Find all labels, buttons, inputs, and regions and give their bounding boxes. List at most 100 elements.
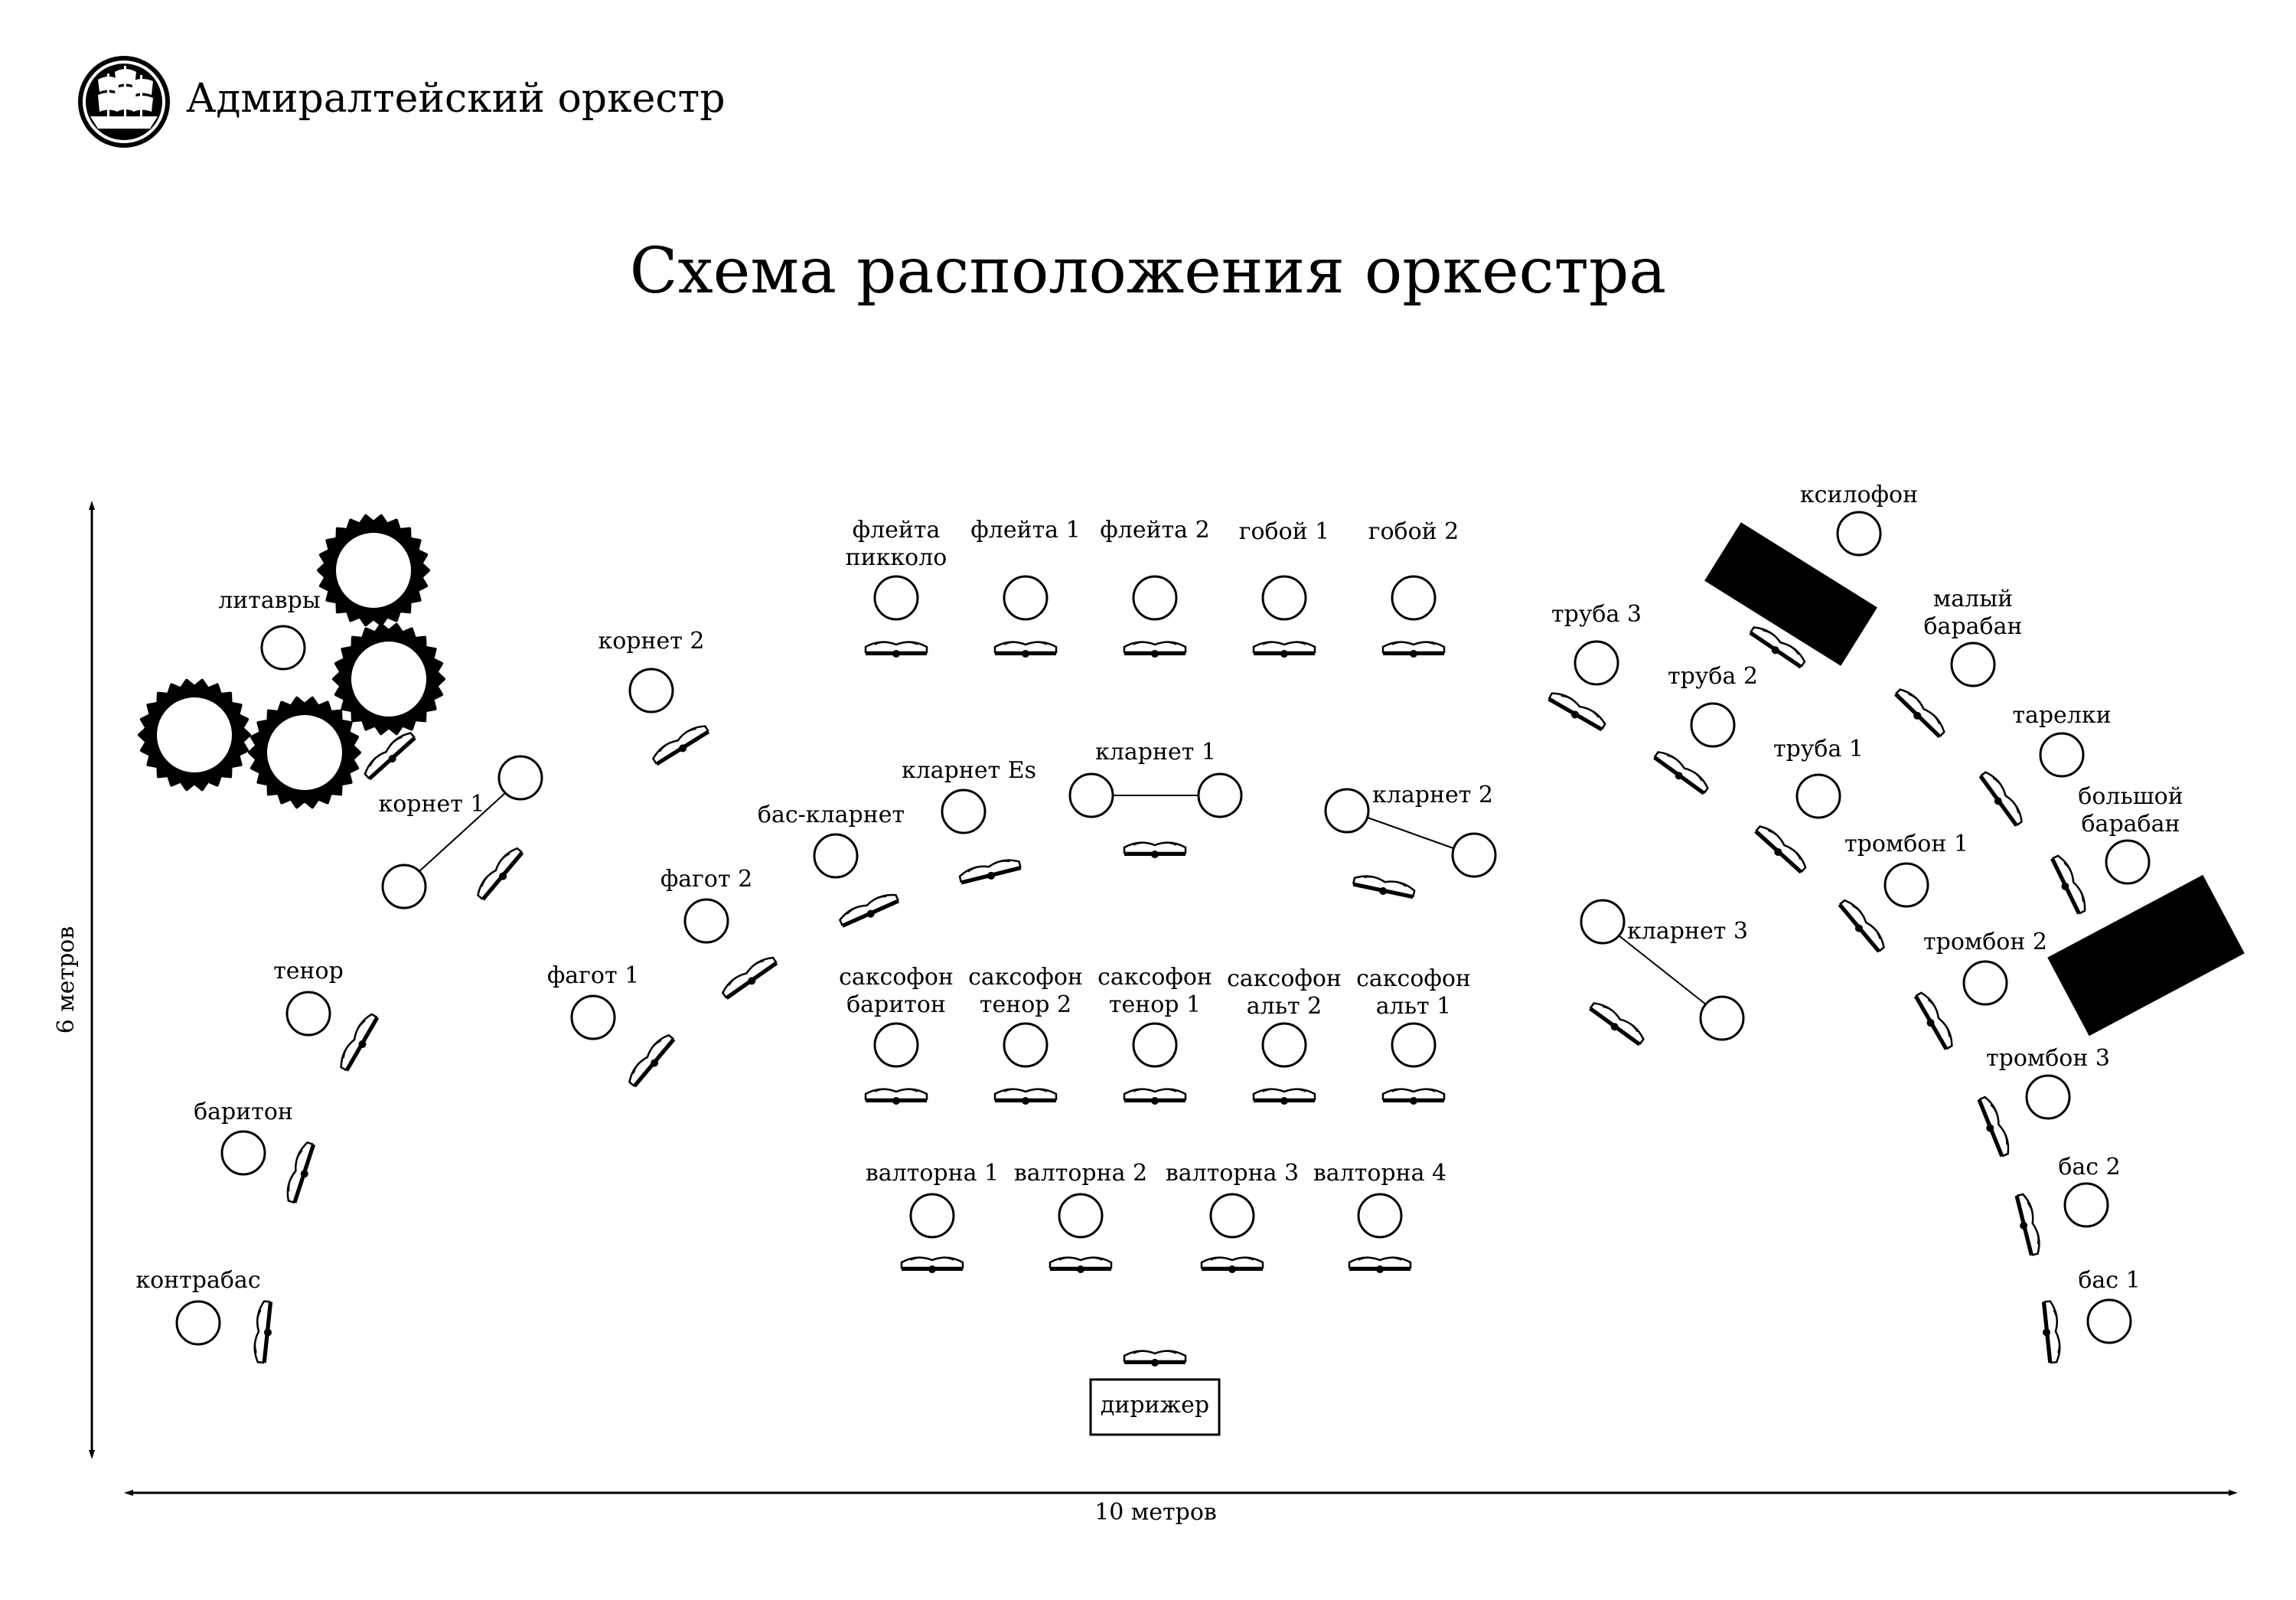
timpani-drum-head-2 bbox=[351, 642, 426, 717]
timpani-drum-head-1 bbox=[336, 533, 411, 608]
brand-name: Адмиралтейский оркестр bbox=[186, 76, 726, 122]
label-sax-tenor2-line2: тенор 2 bbox=[980, 991, 1071, 1018]
stand-bas1 bbox=[2037, 1299, 2063, 1365]
kornet1-connector bbox=[419, 792, 506, 872]
seat-klarnet2-b bbox=[1451, 832, 1497, 878]
seat-kornet2 bbox=[628, 668, 674, 713]
label-kornet1: корнет 1 bbox=[379, 791, 485, 818]
stand-klarnet1 bbox=[1123, 841, 1187, 860]
seat-fleyta-pikkolo bbox=[873, 575, 919, 621]
stand-valtorna2 bbox=[1049, 1256, 1113, 1275]
stand-kontrabas bbox=[251, 1299, 277, 1365]
timpani-drum-head-3 bbox=[157, 697, 232, 772]
label-kontrabas: контрабас bbox=[135, 1267, 260, 1294]
stand-malyy-baraban bbox=[1890, 684, 1949, 742]
stand-kornet1 bbox=[472, 844, 527, 904]
klarnet2-connector bbox=[1367, 817, 1454, 849]
seat-bas-klarnet bbox=[813, 833, 859, 879]
seat-tenor bbox=[285, 991, 331, 1037]
stand-sax-tenor2 bbox=[993, 1087, 1058, 1106]
stand-valtorna1 bbox=[900, 1256, 964, 1275]
seat-fagot1 bbox=[570, 994, 616, 1040]
instrument-labels: литавры корнет 2 корнет 1 тенор баритон … bbox=[135, 482, 2183, 1294]
seat-malyy-baraban bbox=[1950, 642, 1996, 687]
pair-connectors bbox=[419, 792, 1707, 1005]
label-trombon2: тромбон 2 bbox=[1923, 929, 2047, 955]
seat-sax-tenor1 bbox=[1132, 1022, 1178, 1068]
stand-valtorna3 bbox=[1200, 1256, 1264, 1275]
seat-kornet1-a bbox=[497, 755, 543, 801]
seat-klarnet3-a bbox=[1580, 899, 1626, 945]
stand-litavry bbox=[360, 727, 419, 784]
stand-trombon2 bbox=[1910, 988, 1958, 1053]
label-malyy-baraban-line2: барабан bbox=[1924, 613, 2023, 640]
seat-bariton bbox=[220, 1130, 266, 1176]
label-valtorna1: валторна 1 bbox=[866, 1160, 999, 1187]
seat-trombon1 bbox=[1883, 862, 1929, 908]
stand-fleyta1 bbox=[993, 640, 1058, 659]
label-sax-alt1-line1: саксофон bbox=[1356, 965, 1471, 992]
seat-litavry bbox=[260, 625, 306, 671]
stand-sax-bariton bbox=[864, 1087, 928, 1106]
stand-truba3 bbox=[1544, 687, 1609, 735]
label-trombon3: тромбон 3 bbox=[1986, 1045, 2110, 1072]
label-fagot1: фагот 1 bbox=[547, 962, 639, 989]
seat-sax-alt1 bbox=[1391, 1022, 1437, 1068]
seat-bas2 bbox=[2063, 1182, 2109, 1228]
width-dimension-label: 10 метров bbox=[1094, 1499, 1217, 1526]
label-fleyta-pikkolo-line2: пикколо bbox=[846, 544, 947, 571]
seat-fagot2 bbox=[683, 898, 729, 944]
stand-truba2 bbox=[1652, 748, 1711, 797]
seat-klarnet2-a bbox=[1324, 788, 1370, 834]
seat-trombon3 bbox=[2025, 1074, 2071, 1120]
seat-truba1 bbox=[1795, 773, 1841, 819]
seat-fleyta2 bbox=[1132, 575, 1178, 621]
label-sax-alt1-line2: альт 1 bbox=[1376, 993, 1452, 1020]
seat-bolshoy-baraban bbox=[2105, 839, 2151, 885]
label-bolshoy-baraban-line1: большой bbox=[2078, 783, 2183, 810]
bolshoy-baraban-block bbox=[2047, 874, 2245, 1037]
label-valtorna2: валторна 2 bbox=[1014, 1160, 1147, 1187]
seats-layer bbox=[175, 511, 2151, 1346]
label-goboy2: гобой 2 bbox=[1368, 518, 1459, 545]
seat-klarnet3-b bbox=[1699, 995, 1745, 1041]
label-bas2: бас 2 bbox=[2058, 1154, 2120, 1180]
label-fleyta1: флейта 1 bbox=[970, 517, 1080, 544]
seat-goboy1 bbox=[1261, 575, 1307, 621]
label-klarnet1: кларнет 1 bbox=[1095, 739, 1216, 766]
seat-kontrabas bbox=[175, 1300, 221, 1346]
label-truba2: труба 2 bbox=[1668, 663, 1758, 690]
label-bas1: бас 1 bbox=[2078, 1267, 2140, 1294]
stand-fagot1 bbox=[624, 1030, 679, 1091]
seat-truba3 bbox=[1574, 640, 1619, 686]
stand-tarelki bbox=[1977, 769, 2026, 828]
seat-tarelki bbox=[2039, 732, 2085, 778]
seat-trombon2 bbox=[1962, 960, 2008, 1006]
page-title: Схема расположения оркестра bbox=[630, 235, 1666, 308]
label-valtorna4: валторна 4 bbox=[1313, 1160, 1446, 1187]
label-ksilofon: ксилофон bbox=[1800, 482, 1918, 508]
klarnet3-connector bbox=[1618, 935, 1707, 1005]
label-sax-alt2-line2: альт 2 bbox=[1247, 993, 1322, 1020]
stand-fagot2 bbox=[718, 952, 781, 1004]
stand-goboy2 bbox=[1381, 640, 1446, 659]
stand-bariton bbox=[282, 1139, 319, 1206]
stand-tenor bbox=[335, 1010, 383, 1075]
seat-valtorna4 bbox=[1357, 1193, 1403, 1239]
label-tarelki: тарелки bbox=[2012, 702, 2111, 729]
stand-fleyta2 bbox=[1123, 640, 1187, 659]
stand-truba1 bbox=[1751, 821, 1811, 877]
seat-bas1 bbox=[2086, 1298, 2132, 1344]
timpani-drum-head-4 bbox=[267, 715, 342, 790]
timpani bbox=[138, 514, 445, 809]
stand-sax-tenor1 bbox=[1123, 1087, 1187, 1106]
label-truba3: труба 3 bbox=[1551, 601, 1642, 628]
seat-fleyta1 bbox=[1003, 575, 1049, 621]
stand-sax-alt2 bbox=[1252, 1087, 1316, 1106]
seat-valtorna3 bbox=[1209, 1193, 1255, 1239]
seat-klarnet-es bbox=[941, 789, 987, 834]
label-bariton: баритон bbox=[194, 1099, 293, 1125]
label-klarnet-es: кларнет Es bbox=[902, 757, 1036, 784]
stand-klarnet2 bbox=[1351, 871, 1417, 903]
